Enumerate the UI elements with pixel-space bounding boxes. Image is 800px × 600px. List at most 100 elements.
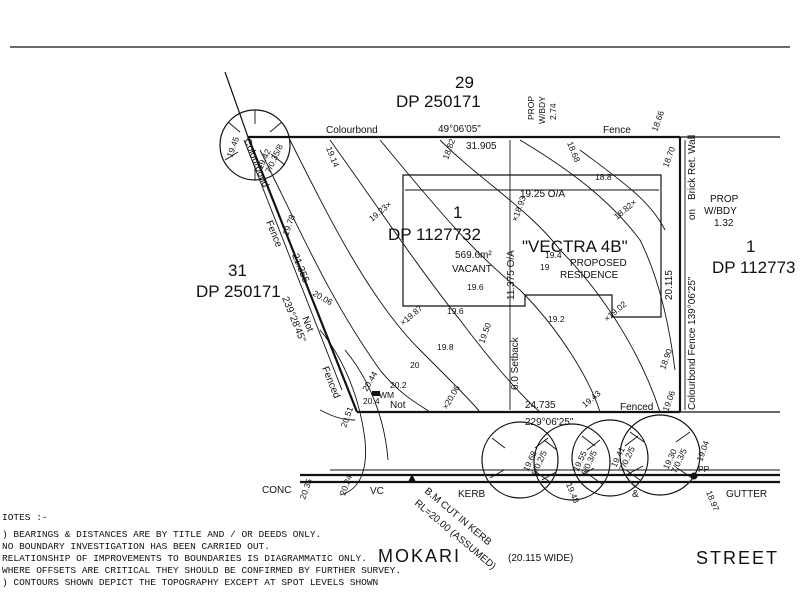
tree-2-label: 19.686/0.2/5 [521,445,549,477]
level: 18.97 [704,489,721,513]
east-wall-on: on [687,209,698,220]
west-not: Not [299,315,315,334]
contour-label: 19.6 [467,282,484,292]
north-material: Colourbond [326,125,378,136]
level: 18.90 [657,347,674,371]
level: 18.82× [612,197,639,222]
street-kerb: KERB [458,489,486,500]
contour-label: 19.6 [447,306,464,316]
subject-lot-area: 569.6m² [455,250,492,261]
level: 18.66 [649,109,666,133]
residence-line2: RESIDENCE [560,270,619,281]
level: 19.23× [367,199,394,224]
tree-4 [571,419,649,497]
notes-line: NO BOUNDARY INVESTIGATION HAS BEEN CARRI… [2,541,270,552]
level: 19.04 [694,439,711,463]
level: 20.24 [337,473,354,497]
notes-line: ) BEARINGS & DISTANCES ARE BY TITLE AND … [2,529,321,540]
tree-4-label: 19.417/0.2/5 [609,441,637,473]
street-width: (20.115 WIDE) [508,553,573,564]
contour [259,149,431,413]
contour-label: 19 [540,262,550,272]
street-name-1: MOKARI [378,546,461,566]
street-gutter: GUTTER [726,489,767,500]
level: 19.45 [224,135,241,159]
contour-lines [259,139,676,496]
prop-wbdy-north-3: 2.74 [548,103,558,120]
depth-dimension: 11.375 O/A [506,250,517,300]
width-dimension: 19.25 O/A [520,189,565,200]
notes-line: RELATIONSHIP OF IMPROVEMENTS TO BOUNDARI… [2,553,367,564]
tree-5 [619,414,701,496]
contour-label: 20.2 [390,380,407,390]
west-fenced: Fenced [319,365,342,400]
bench-mark-icon [408,474,416,482]
west-distance: 21.355 [289,252,311,285]
residence-line1: PROPOSED [570,258,627,269]
level: 20.35 [297,477,314,501]
east-wall: Brick Ret. Wall [687,135,698,200]
level: 18.82 [440,137,457,161]
west-boundary-ext [224,71,249,138]
level: 19.06 [660,389,677,413]
contour [519,139,676,371]
contour-label: 19.8 [437,342,454,352]
water-meter-label: WM [379,390,394,400]
contour [289,139,481,413]
lot-boundaries [10,46,790,414]
subject-lot-status: VACANT [452,264,492,275]
west-fence-line [243,139,343,391]
setback-dimension: 6.0 Setback [510,336,521,390]
power-pole-icon [690,472,698,480]
street-amp: & [632,489,639,500]
east-lot-dp: DP 112773 [712,258,796,277]
contour-label: 20 [410,360,420,370]
prop-wbdy-east-3: 1.32 [714,218,734,229]
north-fence: Fence [603,125,631,136]
water-meter-icon [372,391,380,396]
level: ×18.93 [509,194,527,222]
level: 18.68 [565,140,582,164]
contour [319,329,367,496]
level: ×20.06 [440,383,462,411]
south-distance: 24.735 [525,400,556,411]
street-name-2: STREET [696,548,779,568]
contour [439,139,661,413]
level: 19.43 [580,388,603,410]
contour-label: 20.4 [363,396,380,406]
residence-footprint [402,140,662,410]
notes-line: ) CONTOURS SHOWN DEPICT THE TOPOGRAPHY E… [2,577,378,588]
power-pole-label: PP [698,464,710,474]
level: 19.14 [324,145,341,169]
contour [579,149,666,231]
east-bearing: Colourbond Fence 139°06'25" [687,276,698,410]
north-distance: 31.905 [466,141,497,152]
prop-wbdy-north-2: W/BDY [537,96,547,124]
notes-block: IOTES :- ) BEARINGS & DISTANCES ARE BY T… [2,512,401,588]
prop-wbdy-north-1: PROP [526,96,536,120]
south-fenced: Fenced [620,402,653,413]
prop-wbdy-east-1: PROP [710,194,739,205]
street-vc: VC [370,486,384,497]
contour-label: 19.2 [548,314,565,324]
south-not: Not [390,400,406,411]
level: 20.44 [360,369,379,393]
contour [329,139,541,413]
north-lot-number: 29 [455,73,474,92]
west-lot-dp: DP 250171 [196,282,281,301]
level: 20.51 [338,405,355,429]
level: 18.70 [660,145,677,169]
east-distance: 20.115 [664,270,675,300]
street-conc: CONC [262,485,291,496]
notes-line: WHERE OFFSETS ARE CRITICAL THEY SHOULD B… [2,565,401,576]
tree-1 [219,109,291,181]
notes-title: IOTES :- [2,512,48,523]
subject-lot-dp: DP 1127732 [388,225,481,244]
south-bearing: 229°06'25" [525,417,574,428]
north-bearing: 49°06'05" [438,124,481,135]
level: 19.78 [280,213,297,237]
east-lot-number: 1 [746,237,755,256]
contour [344,349,389,461]
contour-label: 19.4 [545,250,562,260]
